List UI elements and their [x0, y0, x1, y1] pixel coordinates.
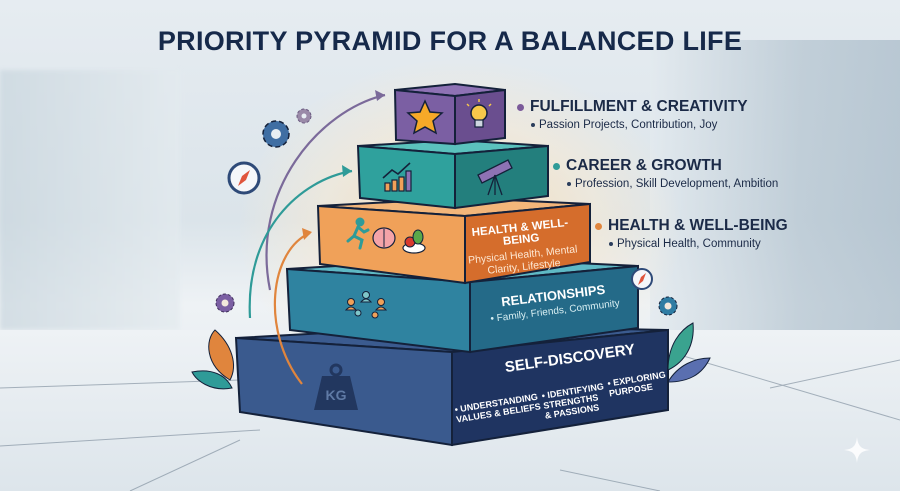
- weight-icon: KG: [314, 363, 358, 410]
- brain-icon: [372, 227, 396, 249]
- svg-text:KG: KG: [326, 387, 347, 403]
- leaf-icon: [191, 329, 234, 390]
- compass-icon: [631, 268, 653, 290]
- arrows: [248, 90, 386, 385]
- bullet-dot: [609, 242, 613, 246]
- label-heading: FULFILLMENT & CREATIVITY: [530, 98, 748, 115]
- compass-icon: [227, 161, 261, 195]
- gear-icon: [215, 293, 235, 313]
- label-health: HEALTH & WELL-BEING Physical Health, Com…: [595, 217, 788, 250]
- runner-icon: [346, 217, 370, 250]
- bullet-dot: [553, 162, 560, 170]
- people-network-icon: [344, 291, 388, 319]
- bullet-dot: [567, 182, 571, 186]
- healthy-food-icon: [402, 229, 426, 254]
- arrow-icon: [248, 169, 353, 319]
- label-fulfillment: FULFILLMENT & CREATIVITY Passion Project…: [517, 98, 748, 131]
- background-window-left: [0, 70, 180, 330]
- background-window-right: [650, 40, 900, 340]
- gear-icon: [658, 296, 678, 316]
- bullet-dot: [595, 222, 602, 230]
- gear-icon: [296, 108, 312, 124]
- sparkle-icon: [844, 437, 870, 463]
- floor-lines: [0, 354, 900, 491]
- label-career: CAREER & GROWTH Profession, Skill Develo…: [553, 157, 778, 190]
- growth-chart-icon: [382, 162, 412, 192]
- star-icon: [406, 99, 444, 135]
- bullet-dot: [531, 123, 535, 127]
- bullet-dot: [517, 103, 524, 111]
- leaf-icon: [667, 322, 711, 383]
- arrow-icon: [273, 231, 311, 385]
- arrow-icon: [265, 93, 386, 291]
- label-heading: HEALTH & WELL-BEING: [608, 217, 788, 234]
- gear-icon: [262, 120, 290, 148]
- page-title: PRIORITY PYRAMID FOR A BALANCED LIFE: [157, 26, 743, 56]
- label-detail: Physical Health, Community: [617, 238, 761, 250]
- lightbulb-icon: [466, 99, 492, 128]
- telescope-icon: [477, 159, 513, 196]
- label-heading: CAREER & GROWTH: [566, 157, 722, 174]
- label-detail: Profession, Skill Development, Ambition: [575, 178, 779, 190]
- label-detail: Passion Projects, Contribution, Joy: [539, 119, 718, 131]
